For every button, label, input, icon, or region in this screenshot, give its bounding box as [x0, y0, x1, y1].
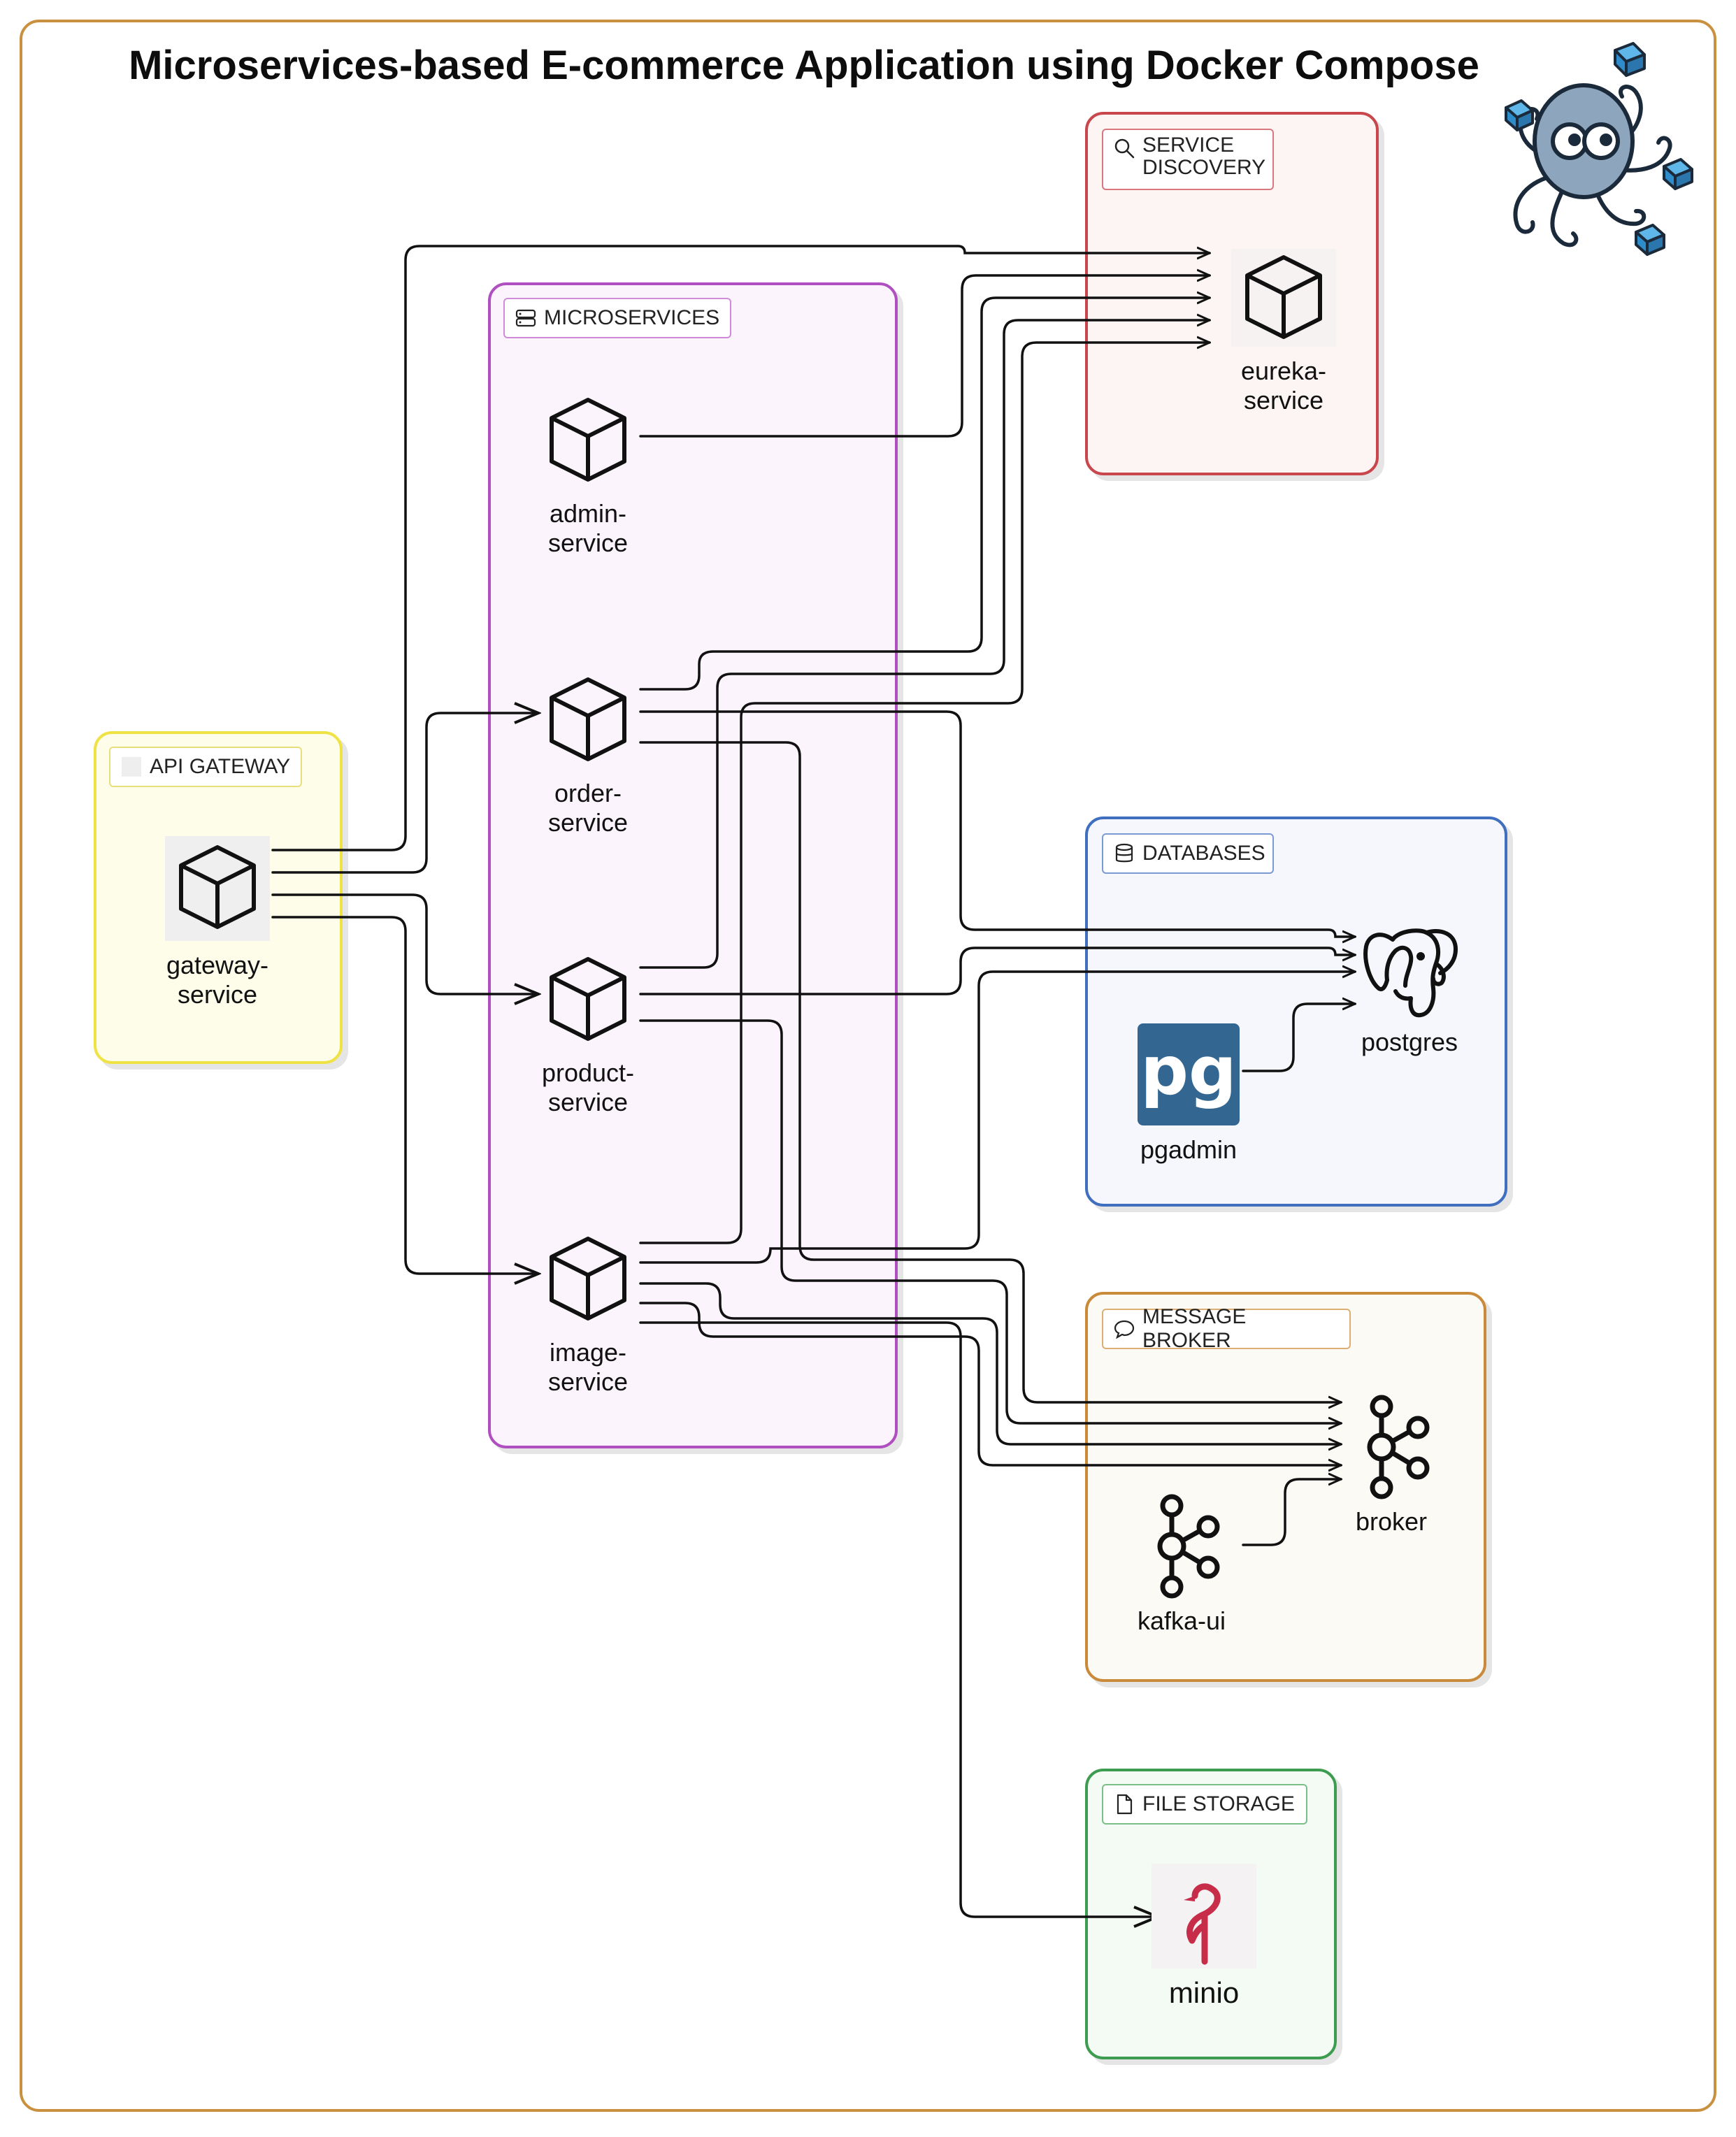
database-icon [1115, 843, 1133, 863]
node-label: gateway- service [166, 951, 269, 1009]
cube-icon [550, 957, 626, 1041]
cube-icon [165, 836, 270, 941]
connection-kafkaui-broker [1242, 1479, 1341, 1546]
node-label: admin- service [547, 499, 629, 557]
connection-admin-eureka [639, 275, 1210, 438]
connection-order-eureka [639, 298, 1210, 691]
node-label: postgres [1361, 1028, 1458, 1056]
pgadmin-logo-text: pg [1140, 1032, 1237, 1110]
tag-label: MESSAGE BROKER [1142, 1305, 1247, 1352]
pgadmin-node[interactable]: pg pgadmin [1098, 1023, 1279, 1165]
group-microservices [488, 282, 898, 1448]
chat-bubble-icon [1114, 1320, 1135, 1339]
connection-product-eureka [639, 320, 1210, 969]
tag-label: API GATEWAY [150, 755, 291, 778]
node-label: eureka- service [1240, 357, 1327, 415]
docker-compose-octopus-icon [1505, 42, 1693, 256]
connection-order-postgres [639, 710, 1355, 937]
cube-icon [550, 1237, 626, 1321]
tag-microservices: MICROSERVICES [503, 298, 731, 338]
node-label: pgadmin [1140, 1135, 1238, 1164]
node-label: product- service [541, 1058, 635, 1116]
tag-label: MICROSERVICES [544, 306, 720, 329]
kafka-icon [1157, 1494, 1220, 1599]
connection-image-broker [639, 1282, 1341, 1444]
image-service-node[interactable]: image- service [497, 1230, 679, 1397]
kafka-icon [1367, 1395, 1430, 1499]
server-icon [515, 309, 536, 327]
connection-image-minio [639, 1321, 1158, 1917]
product-service-node[interactable]: product- service [497, 951, 679, 1117]
cube-icon [550, 398, 626, 482]
connection-gateway-order [271, 713, 538, 874]
connection-product-broker [639, 1019, 1341, 1423]
connection-pgadmin-postgres [1242, 1004, 1355, 1072]
tag-service-discovery: SERVICE DISCOVERY [1102, 129, 1274, 190]
connection-gateway-eureka [271, 245, 1210, 851]
postgresql-elephant-icon [1363, 928, 1458, 1018]
minio-bird-icon [1152, 1864, 1256, 1969]
tag-label: DATABASES [1142, 842, 1265, 865]
blank-square-icon [122, 757, 141, 777]
node-label: order- service [547, 779, 629, 837]
tag-file-storage: FILE STORAGE [1102, 1784, 1307, 1825]
group-databases [1085, 816, 1507, 1207]
node-label: image- service [547, 1338, 629, 1396]
tag-databases: DATABASES [1102, 833, 1274, 874]
pgadmin-logo-icon: pg [1138, 1023, 1240, 1125]
connection-product-postgres [639, 947, 1355, 995]
admin-service-node[interactable]: admin- service [497, 391, 679, 558]
canvas-frame [20, 20, 1716, 2112]
node-label: kafka-ui [1137, 1606, 1226, 1635]
document-icon [1117, 1794, 1133, 1815]
tag-label: FILE STORAGE [1142, 1792, 1295, 1815]
eureka-service-node[interactable]: eureka- service [1193, 249, 1375, 415]
connection-image-postgres [639, 972, 1355, 1264]
connection-image-eureka [639, 343, 1210, 1244]
tag-api-gateway: API GATEWAY [109, 747, 302, 787]
diagram-title: Microservices-based E-commerce Applicati… [129, 43, 1479, 88]
connection-gateway-image [271, 916, 538, 1274]
broker-node[interactable]: broker [1300, 1391, 1482, 1537]
kafka-ui-node[interactable]: kafka-ui [1091, 1490, 1272, 1636]
node-label: minio [1168, 1976, 1240, 2009]
postgres-node[interactable]: postgres [1319, 916, 1500, 1057]
connection-image-broker-2 [639, 1302, 1341, 1465]
tag-message-broker: MESSAGE BROKER [1102, 1305, 1351, 1352]
connection-gateway-product [271, 893, 538, 994]
gateway-service-node[interactable]: gateway- service [127, 836, 308, 1009]
order-service-node[interactable]: order- service [497, 671, 679, 837]
search-icon [1114, 138, 1135, 159]
connection-order-broker [639, 741, 1341, 1402]
cube-icon [550, 677, 626, 761]
cube-icon [1231, 249, 1336, 347]
node-label: broker [1355, 1507, 1428, 1536]
tag-label: SERVICE DISCOVERY [1142, 134, 1266, 179]
minio-node[interactable]: minio [1113, 1864, 1295, 2008]
